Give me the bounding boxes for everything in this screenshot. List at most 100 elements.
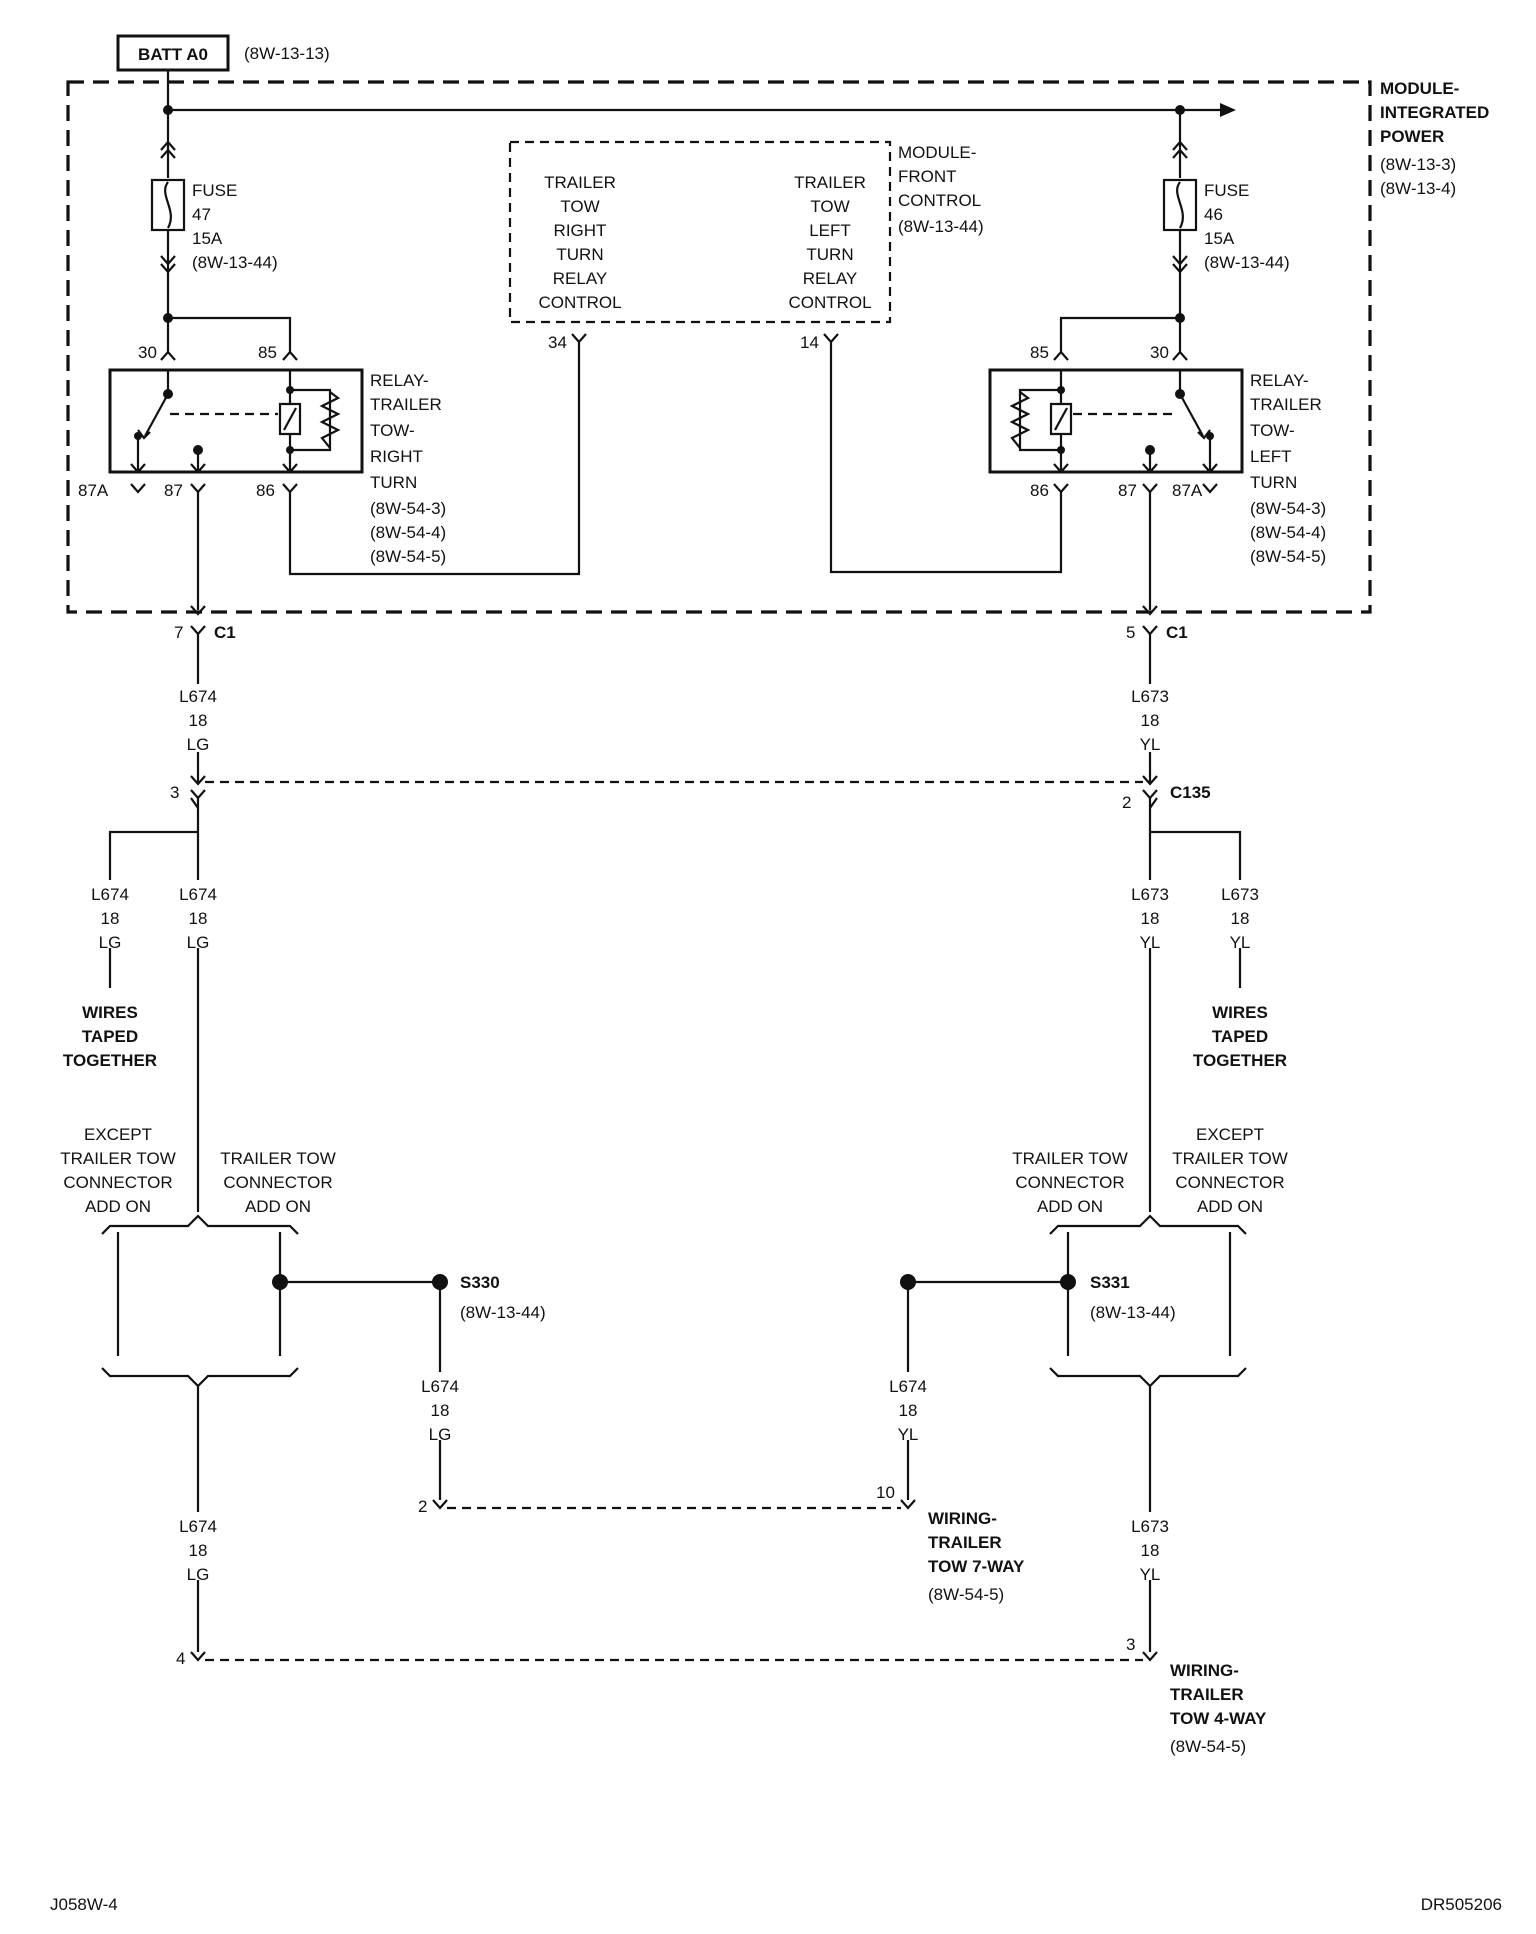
wire-label-l674-4way: L674 18 LG bbox=[179, 1517, 217, 1584]
svg-text:ADD ON: ADD ON bbox=[1197, 1197, 1263, 1216]
fcm-ref: (8W-13-44) bbox=[898, 217, 984, 236]
svg-text:L673: L673 bbox=[1131, 687, 1169, 706]
svg-text:RIGHT: RIGHT bbox=[370, 447, 423, 466]
svg-text:TRAILER: TRAILER bbox=[1170, 1685, 1244, 1704]
svg-text:YL: YL bbox=[898, 1425, 919, 1444]
right-except-option-label: EXCEPT TRAILER TOW CONNECTOR ADD ON bbox=[1172, 1125, 1288, 1216]
svg-text:RELAY-: RELAY- bbox=[1250, 371, 1309, 390]
tow4-pin-3: 3 bbox=[1126, 1635, 1135, 1654]
svg-text:TURN: TURN bbox=[370, 473, 417, 492]
relay-left-30-85-wire bbox=[1059, 316, 1180, 352]
svg-text:RELAY-: RELAY- bbox=[370, 371, 429, 390]
s331-ref: (8W-13-44) bbox=[1090, 1303, 1176, 1322]
footer-left-code: J058W-4 bbox=[50, 1895, 118, 1914]
svg-text:WIRING-: WIRING- bbox=[1170, 1661, 1239, 1680]
taped-left-label: WIRES TAPED TOGETHER bbox=[63, 1003, 157, 1070]
fuse46-ref: (8W-13-44) bbox=[1204, 253, 1290, 272]
svg-text:WIRES: WIRES bbox=[1212, 1003, 1268, 1022]
fuse46-bottom-chevron bbox=[1172, 255, 1188, 274]
tow4-pin-4: 4 bbox=[176, 1649, 185, 1668]
relay-right-coil-top bbox=[286, 386, 294, 394]
relay-left-title: RELAY- TRAILER TOW- LEFT TURN (8W-54-3) … bbox=[1250, 371, 1326, 566]
svg-text:ADD ON: ADD ON bbox=[1037, 1197, 1103, 1216]
relay-right-internal bbox=[136, 370, 332, 470]
batt-ref: (8W-13-13) bbox=[244, 44, 330, 63]
taped-right-label: WIRES TAPED TOGETHER bbox=[1193, 1003, 1287, 1070]
svg-text:CONNECTOR: CONNECTOR bbox=[223, 1173, 332, 1192]
svg-text:CONTROL: CONTROL bbox=[538, 293, 621, 312]
relay-left-coil-top bbox=[1057, 386, 1065, 394]
svg-text:L673: L673 bbox=[1221, 885, 1259, 904]
svg-text:LG: LG bbox=[187, 735, 210, 754]
fcm-left-turn-control-label: TRAILER TOW LEFT TURN RELAY CONTROL bbox=[788, 173, 871, 312]
relay-right-pin87a: 87A bbox=[78, 481, 109, 500]
left-option-brace-bottom bbox=[101, 1367, 299, 1388]
svg-text:EXCEPT: EXCEPT bbox=[84, 1125, 152, 1144]
c1-left-name: C1 bbox=[214, 623, 236, 642]
tow4-left-pin bbox=[190, 1651, 206, 1662]
left-addon-option-label: TRAILER TOW CONNECTOR ADD ON bbox=[220, 1149, 336, 1216]
fcm-pin-34: 34 bbox=[548, 333, 567, 352]
svg-text:YL: YL bbox=[1230, 933, 1251, 952]
left-option-brace-top bbox=[101, 1214, 299, 1235]
relay-left-contact-87a bbox=[1206, 432, 1214, 440]
wire-label-l673-2: L673 18 YL bbox=[1131, 885, 1169, 952]
relay-left-pin87: 87 bbox=[1118, 481, 1137, 500]
fuse46-number: 46 bbox=[1204, 205, 1223, 224]
svg-text:ADD ON: ADD ON bbox=[245, 1197, 311, 1216]
svg-text:YL: YL bbox=[1140, 933, 1161, 952]
relay-right-contact-87a bbox=[134, 432, 142, 440]
fuse46-element bbox=[1176, 181, 1184, 229]
svg-text:TOW-: TOW- bbox=[370, 421, 415, 440]
svg-text:(8W-54-5): (8W-54-5) bbox=[1250, 547, 1326, 566]
relay-left-pin86: 86 bbox=[1030, 481, 1049, 500]
svg-text:L674: L674 bbox=[421, 1377, 459, 1396]
svg-text:TURN: TURN bbox=[556, 245, 603, 264]
c135-left-pin: 3 bbox=[170, 783, 179, 802]
svg-text:RELAY: RELAY bbox=[803, 269, 858, 288]
svg-text:TAPED: TAPED bbox=[1212, 1027, 1268, 1046]
relay-left-30-pin bbox=[1172, 350, 1188, 361]
ipm-label-2: INTEGRATED bbox=[1380, 103, 1489, 122]
svg-text:TRAILER TOW: TRAILER TOW bbox=[60, 1149, 176, 1168]
fuse47-rating: 15A bbox=[192, 229, 223, 248]
svg-text:TOGETHER: TOGETHER bbox=[1193, 1051, 1287, 1070]
svg-text:L674: L674 bbox=[889, 1377, 927, 1396]
svg-text:EXCEPT: EXCEPT bbox=[1196, 1125, 1264, 1144]
svg-text:L674: L674 bbox=[179, 687, 217, 706]
tow7-pin-10: 10 bbox=[876, 1483, 895, 1502]
svg-text:TURN: TURN bbox=[806, 245, 853, 264]
c1-right-pins bbox=[1142, 605, 1158, 636]
fuse47-ref: (8W-13-44) bbox=[192, 253, 278, 272]
svg-text:18: 18 bbox=[189, 1541, 208, 1560]
right-option-brace-bottom bbox=[1049, 1367, 1247, 1388]
left-except-option-label: EXCEPT TRAILER TOW CONNECTOR ADD ON bbox=[60, 1125, 176, 1216]
svg-text:TOW: TOW bbox=[560, 197, 599, 216]
svg-text:CONNECTOR: CONNECTOR bbox=[1015, 1173, 1124, 1192]
relay-left-85-pin bbox=[1053, 350, 1069, 361]
svg-text:LG: LG bbox=[187, 1565, 210, 1584]
svg-text:18: 18 bbox=[1141, 1541, 1160, 1560]
fcm-label-2: FRONT bbox=[898, 167, 957, 186]
relay-right-pin30: 30 bbox=[138, 343, 157, 362]
right-split-wires bbox=[1148, 798, 1242, 1212]
svg-text:TRAILER TOW: TRAILER TOW bbox=[1012, 1149, 1128, 1168]
module-front-control-boundary bbox=[508, 140, 892, 324]
svg-text:WIRES: WIRES bbox=[82, 1003, 138, 1022]
tow4-label: WIRING- TRAILER TOW 4-WAY (8W-54-5) bbox=[1170, 1661, 1267, 1756]
fcm-pin-14: 14 bbox=[800, 333, 819, 352]
ipm-label-1: MODULE- bbox=[1380, 79, 1459, 98]
wire-label-l674-yl-s331: L674 18 YL bbox=[889, 1377, 927, 1444]
fuse46-rating: 15A bbox=[1204, 229, 1235, 248]
relay-right-body bbox=[108, 368, 364, 474]
batt-label: BATT A0 bbox=[138, 45, 208, 64]
svg-text:(8W-54-4): (8W-54-4) bbox=[370, 523, 446, 542]
wire-label-l673-4way: L673 18 YL bbox=[1131, 1517, 1169, 1584]
svg-text:TOW: TOW bbox=[810, 197, 849, 216]
svg-text:(8W-54-3): (8W-54-3) bbox=[1250, 499, 1326, 518]
fcm-pin-14-connector bbox=[823, 333, 1063, 574]
fcm-pin-34-connector bbox=[288, 333, 587, 576]
relay-right-pin85: 85 bbox=[258, 343, 277, 362]
svg-text:LG: LG bbox=[429, 1425, 452, 1444]
svg-text:(8W-54-3): (8W-54-3) bbox=[370, 499, 446, 518]
